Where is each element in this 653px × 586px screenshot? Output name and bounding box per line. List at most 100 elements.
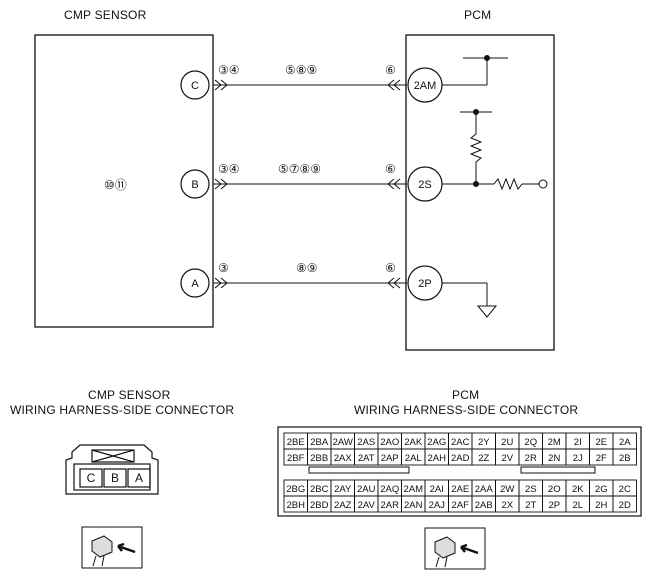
pcm-connector-pin-label: 2AP bbox=[381, 453, 399, 464]
wire-left-marks: ③④ bbox=[218, 63, 240, 77]
pcm-connector-pin-label: 2M bbox=[548, 437, 561, 448]
pcm-connector-pin-label: 2AX bbox=[334, 453, 353, 464]
pcm-connector-pin-label: 2Q bbox=[524, 437, 537, 448]
pcm-connector-pin-label: 2BA bbox=[310, 437, 329, 448]
pcm-box bbox=[405, 34, 555, 351]
pcm-connector-pin-label: 2AY bbox=[334, 484, 352, 495]
pcm-connector-pin-label: 2AG bbox=[427, 437, 446, 448]
pcm-connector-pin-label: 2BC bbox=[310, 484, 329, 495]
pcm-connector-outline bbox=[277, 426, 642, 517]
sensor-note: ⑩⑪ bbox=[104, 178, 127, 192]
wire-a-2p: A 2P ③ ⑧⑨ ⑥ bbox=[180, 261, 443, 301]
wire-mid-marks: ⑤⑧⑨ bbox=[285, 63, 317, 77]
wire-mid-marks: ⑧⑨ bbox=[296, 261, 318, 275]
pcm-connector-pin-label: 2BB bbox=[310, 453, 328, 464]
pcm-connector-pin-label: 2BH bbox=[287, 500, 306, 511]
pcm-connector-pin-label: 2K bbox=[572, 484, 584, 495]
pcm-connector-pin-label: 2J bbox=[573, 453, 583, 464]
pcm-connector-pin-label: 2U bbox=[501, 437, 513, 448]
sensor-pin-label: B bbox=[191, 179, 198, 191]
pcm-connector-pin-label: 2V bbox=[501, 453, 513, 464]
pcm-connector-pin-label: 2AA bbox=[475, 484, 494, 495]
pcm-connector-pin-label: 2AL bbox=[405, 453, 422, 464]
pcm-connector-pin-label: 2AJ bbox=[429, 500, 446, 511]
cmp-connector-title: CMP SENSOR bbox=[88, 388, 171, 402]
wire-right-marks: ⑥ bbox=[385, 261, 396, 275]
pcm-connector-pin-label: 2AO bbox=[380, 437, 399, 448]
pcm-connector-pin-label: 2Z bbox=[478, 453, 489, 464]
pcm-connector-pin-label: 2S bbox=[525, 484, 537, 495]
pcm-2s-circuit bbox=[442, 109, 548, 191]
pcm-connector-pin-label: 2AV bbox=[358, 500, 376, 511]
sensor-pin-circle bbox=[180, 268, 210, 298]
pcm-connector-pin-label: 2AB bbox=[475, 500, 493, 511]
pcm-connector-pin-label: 2BE bbox=[287, 437, 305, 448]
pcm-connector-pin-label: 2A bbox=[619, 437, 631, 448]
wire-left-marks: ③④ bbox=[218, 162, 240, 176]
pcm-connector-pin-label: 2W bbox=[500, 484, 514, 495]
pcm-connector-pin-label: 2AC bbox=[451, 437, 470, 448]
pcm-connector-pin-label: 2B bbox=[619, 453, 631, 464]
cmp-connector-pin: C bbox=[87, 471, 96, 485]
pcm-title: PCM bbox=[464, 8, 492, 22]
pcm-connector-pin-label: 2AK bbox=[404, 437, 423, 448]
pcm-2am-circuit bbox=[442, 55, 508, 86]
cmp-sensor-box bbox=[34, 34, 214, 328]
cmp-connector-subtitle: WIRING HARNESS-SIDE CONNECTOR bbox=[10, 403, 235, 417]
pcm-connector-pin-label: 2E bbox=[595, 437, 607, 448]
wire-mid-marks: ⑤⑦⑧⑨ bbox=[278, 162, 321, 176]
pcm-connector-pin-label: 2AR bbox=[381, 500, 400, 511]
pcm-connector-pin-label: 2Y bbox=[478, 437, 490, 448]
pcm-pin-label: 2S bbox=[418, 179, 431, 191]
pcm-connector-pin-label: 2P bbox=[548, 500, 560, 511]
wire-right-marks: ⑥ bbox=[385, 63, 396, 77]
pcm-connector-pin-label: 2BG bbox=[286, 484, 305, 495]
pcm-connector-pin-label: 2AH bbox=[428, 453, 447, 464]
pcm-connector-pin-label: 2AF bbox=[452, 500, 470, 511]
pcm-connector-cell bbox=[612, 448, 637, 466]
pcm-2p-circuit bbox=[442, 282, 498, 318]
sensor-pin-label: A bbox=[191, 278, 199, 290]
connector-view-icon bbox=[424, 527, 486, 570]
pcm-connector-pin-label: 2C bbox=[619, 484, 631, 495]
pcm-connector-pin-label: 2H bbox=[595, 500, 607, 511]
wire-right-marks: ⑥ bbox=[385, 162, 396, 176]
sensor-pin-circle bbox=[180, 169, 210, 199]
pcm-connector-pin-label: 2AE bbox=[451, 484, 469, 495]
sensor-pin-circle bbox=[180, 70, 210, 100]
pcm-connector-key bbox=[308, 466, 410, 474]
pcm-connector-pin-label: 2I bbox=[574, 437, 582, 448]
pcm-pin-label: 2AM bbox=[414, 80, 437, 92]
pcm-connector-key bbox=[520, 466, 596, 474]
pcm-connector-subtitle: WIRING HARNESS-SIDE CONNECTOR bbox=[354, 403, 579, 417]
pcm-connector-pin-label: 2D bbox=[619, 500, 631, 511]
pcm-connector-pin-label: 2R bbox=[525, 453, 537, 464]
wire-b-2s: B 2S ③④ ⑤⑦⑧⑨ ⑥ bbox=[180, 162, 443, 202]
cmp-sensor-title: CMP SENSOR bbox=[64, 8, 147, 22]
pcm-connector-pin-label: 2AM bbox=[403, 484, 423, 495]
connector-view-icon bbox=[81, 526, 143, 569]
pcm-connector-pin-label: 2F bbox=[596, 453, 607, 464]
pcm-connector-pin-label: 2O bbox=[548, 484, 561, 495]
pcm-pin-label: 2P bbox=[418, 278, 431, 290]
pcm-connector-pin-label: 2AS bbox=[357, 437, 375, 448]
pcm-connector-pin-label: 2AQ bbox=[380, 484, 399, 495]
wire-left-marks: ③ bbox=[218, 261, 229, 275]
pcm-connector-pin-label: 2N bbox=[548, 453, 560, 464]
cmp-connector-pin: A bbox=[135, 471, 143, 485]
pcm-connector-pin-label: 2G bbox=[595, 484, 608, 495]
pcm-connector-cell bbox=[612, 495, 637, 513]
pcm-connector-pin-label: 2BF bbox=[287, 453, 305, 464]
pcm-connector-pin-label: 2AN bbox=[404, 500, 423, 511]
pcm-connector-pin-label: 2AT bbox=[358, 453, 375, 464]
pcm-connector-pin-label: 2AZ bbox=[334, 500, 352, 511]
pcm-connector-pin-label: 2L bbox=[572, 500, 583, 511]
pcm-connector-pin-label: 2BD bbox=[310, 500, 329, 511]
sensor-pin-label: C bbox=[191, 80, 199, 92]
pcm-connector-pin-label: 2X bbox=[501, 500, 513, 511]
cmp-connector-pin: B bbox=[111, 471, 119, 485]
pcm-connector-pin-label: 2T bbox=[525, 500, 536, 511]
wire-c-2am: C 2AM ③④ ⑤⑧⑨ ⑥ bbox=[180, 63, 443, 103]
